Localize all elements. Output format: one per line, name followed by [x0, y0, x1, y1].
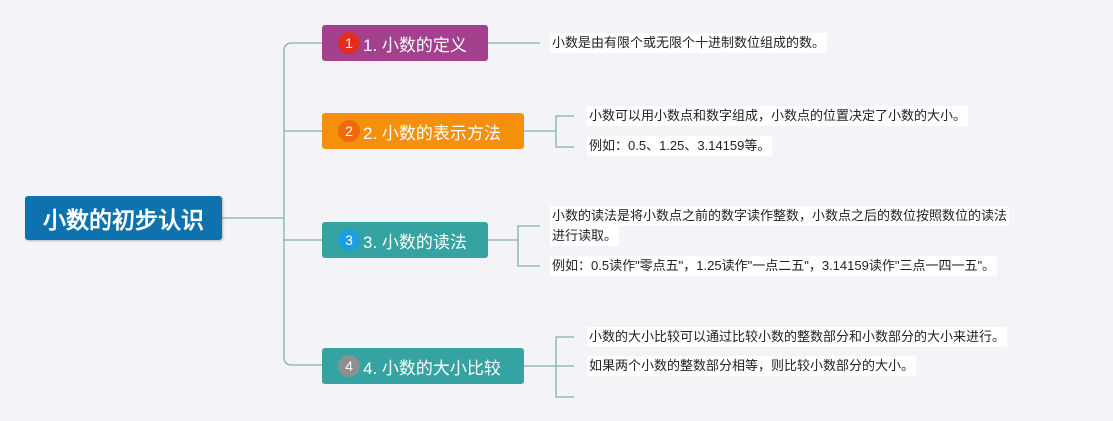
branch-reading[interactable]: 3 3. 小数的读法: [322, 222, 488, 258]
leaf-definition-1: 小数是由有限个或无限个十进制数位组成的数。: [550, 33, 828, 53]
leaf-representation-1: 小数可以用小数点和数字组成，小数点的位置决定了小数的大小。: [587, 106, 969, 126]
number-1-badge-icon: 1: [338, 32, 360, 54]
leaf-comparison-1: 小数的大小比较可以通过比较小数的整数部分和小数部分的大小来进行。: [587, 327, 1008, 347]
branch-comparison[interactable]: 4 4. 小数的大小比较: [322, 348, 524, 384]
leaf-reading-2: 例如：0.5读作"零点五"，1.25读作"一点二五"，3.14159读作"三点一…: [550, 256, 998, 276]
branch-3-bracket: [517, 225, 540, 267]
leaf-comparison-2: 如果两个小数的整数部分相等，则比较小数部分的大小。: [587, 356, 917, 376]
branch-reading-label: 3. 小数的读法: [363, 232, 467, 252]
number-2-badge-icon: 2: [338, 120, 360, 142]
number-4-badge-icon: 4: [338, 355, 360, 377]
branch-representation[interactable]: 2 2. 小数的表示方法: [322, 113, 524, 149]
branch-representation-label: 2. 小数的表示方法: [363, 123, 501, 143]
leaf-representation-2: 例如：0.5、1.25、3.14159等。: [587, 136, 773, 156]
root-title: 小数的初步认识: [43, 207, 204, 233]
branch-4-bracket: [555, 336, 574, 398]
root-topic[interactable]: 小数的初步认识: [25, 196, 222, 240]
number-3-badge-icon: 3: [338, 229, 360, 251]
branch-definition-label: 1. 小数的定义: [363, 35, 467, 55]
branch-comparison-label: 4. 小数的大小比较: [363, 358, 501, 378]
branch-definition[interactable]: 1 1. 小数的定义: [322, 25, 488, 61]
leaf-reading-1-cont: 进行读取。: [550, 226, 620, 246]
leaf-reading-1: 小数的读法是将小数点之前的数字读作整数，小数点之后的数位按照数位的读法: [550, 206, 1010, 226]
trunk-line: [283, 42, 322, 366]
branch-2-bracket: [555, 115, 574, 148]
